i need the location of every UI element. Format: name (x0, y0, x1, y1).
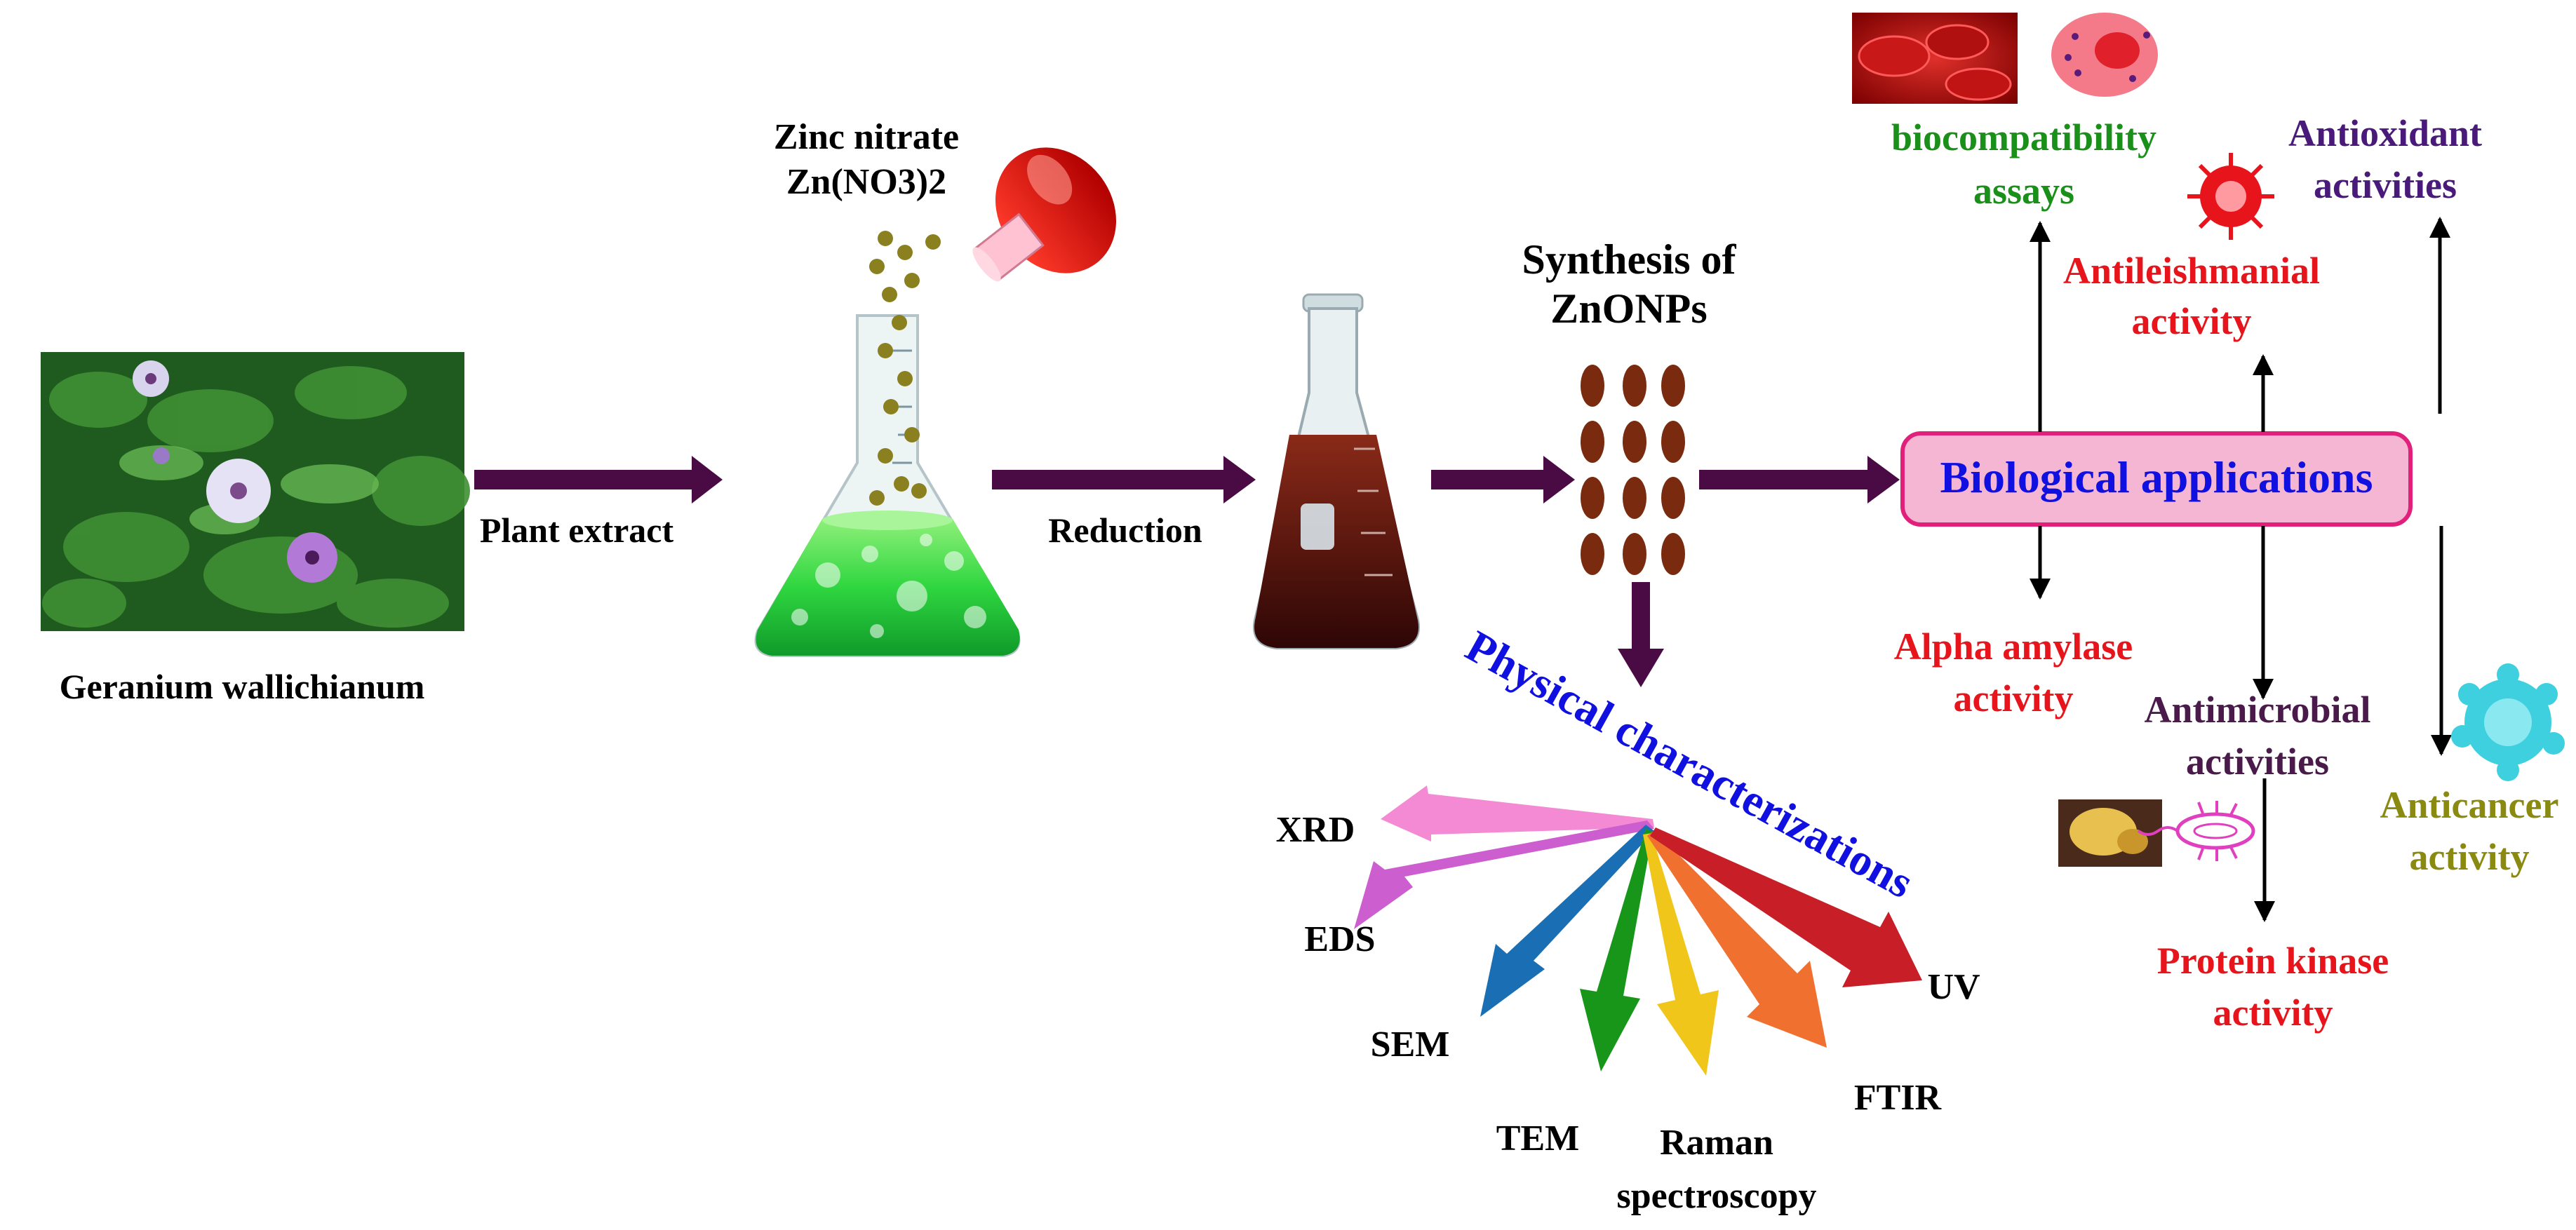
spectroscopy-label: spectroscopy (1616, 1176, 1816, 1216)
process-arrow (1431, 456, 1575, 504)
xrd-arrow (1381, 785, 1654, 842)
flask-icon (754, 314, 1021, 657)
reduction-label: Reduction (1048, 511, 1202, 550)
connector-arrows (2030, 217, 2452, 922)
alpha-activity-label: activity (1954, 677, 2074, 719)
antileish-activity-label: activity (2132, 300, 2252, 342)
sem-arrow (1480, 825, 1654, 1017)
antioxidant-activities-label: activities (2314, 164, 2457, 206)
process-arrow (474, 456, 723, 504)
uv-label: UV (1927, 967, 1980, 1007)
bacterium-icon (2137, 801, 2255, 861)
xrd-label: XRD (1276, 810, 1355, 850)
process-arrow (992, 456, 1256, 504)
tem-arrow (1580, 829, 1653, 1072)
plant-photo (41, 352, 470, 631)
pouring-flask-icon (972, 147, 1116, 282)
antioxidant-label: Antioxidant (2288, 112, 2482, 154)
zinc-nitrate-label: Zinc nitrate (774, 117, 959, 157)
anticancer-activity-label: activity (2410, 836, 2530, 878)
zinc-formula-label: Zn(NO3)2 (786, 162, 946, 202)
ftir-arrow (1647, 830, 1827, 1048)
znonps-label: ZnONPs (1550, 285, 1707, 332)
antimicrobial-label: Antimicrobial (2145, 689, 2371, 731)
alpha-amylase-label: Alpha amylase (1894, 626, 2133, 668)
antileish-label: Antileishmanial (2063, 250, 2320, 292)
blood-cells-icon (1852, 13, 2018, 104)
fan-arrows (1354, 785, 1922, 1076)
raman-label: Raman (1660, 1123, 1773, 1163)
eds-label: EDS (1304, 919, 1375, 959)
flower-icon (133, 360, 337, 583)
anticancer-label: Anticancer (2380, 784, 2559, 826)
uv-arrow (1650, 827, 1922, 987)
ftir-label: FTIR (1854, 1078, 1943, 1118)
physical-title: Physical characterizations (1458, 621, 1921, 907)
biocompat-label: biocompatibility (1891, 116, 2156, 158)
cell-icon (2051, 13, 2158, 97)
biological-title: Biological applications (1940, 452, 2373, 502)
process-arrow (1699, 456, 1900, 504)
biological-applications-box: Biological applications (1900, 431, 2413, 527)
flask-icon (1253, 293, 1420, 649)
kinase-label: Protein kinase (2157, 940, 2389, 982)
sem-label: SEM (1371, 1025, 1450, 1065)
assays-label: assays (1973, 170, 2074, 212)
plant-extract-label: Plant extract (480, 511, 674, 550)
kinase-activity-label: activity (2213, 992, 2333, 1034)
synthesis-label: Synthesis of (1522, 236, 1736, 283)
raman-arrow (1643, 833, 1719, 1076)
tem-label: TEM (1496, 1119, 1579, 1158)
cancer-cell-icon (2451, 663, 2565, 781)
zinc-particles (869, 231, 941, 506)
virus-icon (2187, 153, 2274, 240)
nanoparticles-icon (1581, 365, 1685, 575)
eds-arrow (1354, 820, 1654, 929)
plant-label: Geranium wallichianum (60, 667, 425, 706)
antimicrobial-activities-label: activities (2186, 741, 2329, 783)
down-arrow (1618, 582, 1664, 687)
